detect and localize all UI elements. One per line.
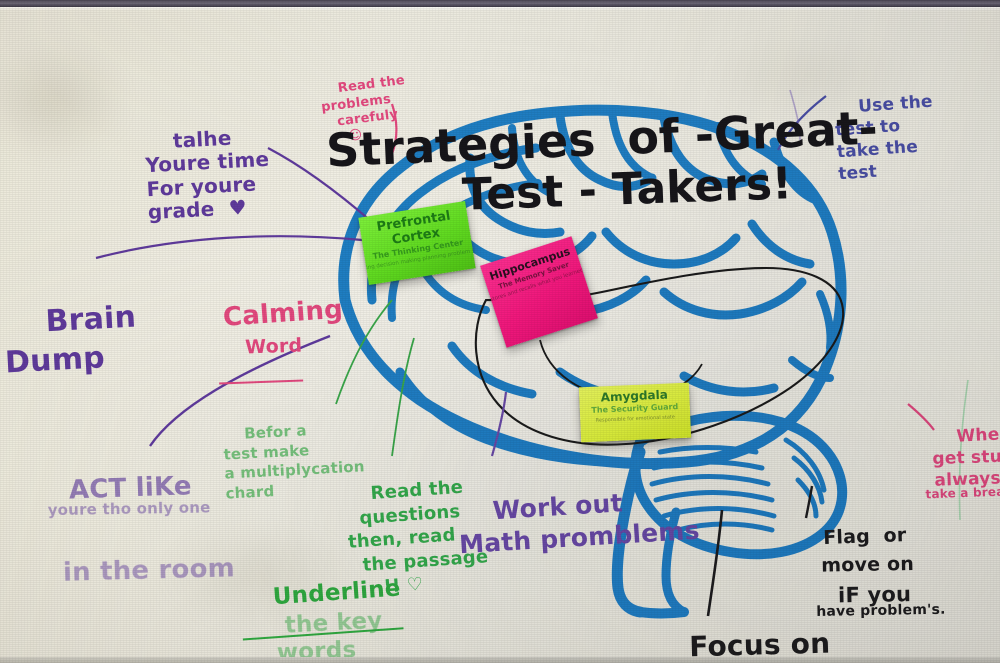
note-brain-dump: Brain Dump (0, 259, 141, 422)
connector-flag-or-move-on (804, 485, 814, 519)
connector-act-like (149, 334, 331, 447)
note-flag-line-4: have problem's. (816, 601, 946, 620)
note-calming-word-second-line: Word (216, 314, 304, 385)
note-act-like-line-2: youre tho only one (47, 498, 211, 520)
note-breath-line-4: take a breath (925, 484, 1000, 502)
board-smudge (0, 40, 130, 160)
note-word-text: Word (244, 334, 303, 359)
stray-green-line (958, 379, 969, 521)
sticky-note-amygdala[interactable]: Amygdala The Security Guard Responsible … (578, 382, 692, 443)
sticky-note-title: Amygdala (600, 387, 669, 405)
board-smudge (700, 30, 920, 120)
note-take-your-time-text: talhe Youre time For youre grade ♥ (144, 125, 270, 225)
whiteboard-top-trim (0, 0, 1000, 7)
sticky-note-body: Responsible for emotional state (595, 414, 676, 424)
note-take-your-time: talhe Youre time For youre grade ♥ (142, 101, 273, 249)
note-act-like-line-3: in the room (62, 553, 236, 588)
board-smudge (160, 520, 360, 630)
note-act-like-line-3-wrap: in the room (25, 525, 236, 618)
connector-take-your-time (267, 147, 373, 223)
connector-focus-on-your-own (706, 509, 724, 617)
connector-read-problems (390, 103, 398, 155)
connector-use-the-test (777, 95, 827, 151)
stray-purple-line (789, 89, 801, 141)
whiteboard-top-highlight (0, 7, 1000, 11)
whiteboard-bottom-trim (0, 657, 1000, 663)
connector-take-a-breath (907, 403, 935, 431)
title-line-2: Test - Takers! (461, 158, 793, 221)
connector-work-out-math (490, 391, 508, 457)
note-flag-or-move-on-line-4-wrap: have problem's. (796, 587, 946, 637)
connector-multiplication-chart (335, 299, 393, 405)
note-brain-dump-text: Brain Dump (4, 299, 137, 381)
connector-read-questions (391, 337, 415, 457)
note-work-out-math-text: Work out Math promblems (458, 488, 701, 560)
note-work-out-math: Work out Math promblems (454, 451, 702, 593)
connector-brain-dump (95, 235, 363, 260)
note-take-a-breath-line-4-wrap: take a breath (907, 472, 1000, 516)
